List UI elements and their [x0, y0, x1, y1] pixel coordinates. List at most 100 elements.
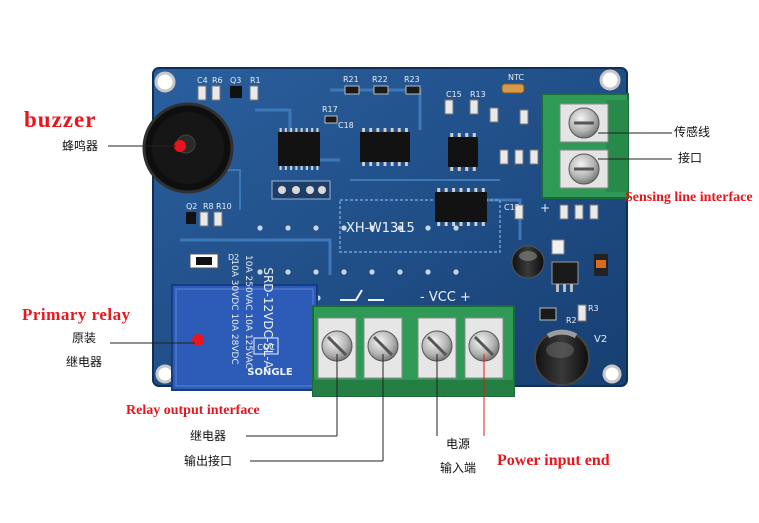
ic-pin [397, 162, 401, 166]
mount-hole [155, 364, 175, 384]
via-dot [397, 225, 403, 231]
silk-c4: C4 [197, 76, 208, 85]
relay-marker-dot [192, 334, 204, 346]
via-dot [341, 269, 347, 275]
silk-c18: C18 [338, 121, 354, 130]
buzzer [142, 102, 234, 194]
relay: SRD-12VDC-SL-A 10A 250VAC 10A 125VAC 10A… [171, 255, 318, 391]
via-dot [257, 269, 263, 275]
silk-r17: R17 [322, 105, 338, 114]
silk-r6: R6 [212, 76, 223, 85]
vcc-marking: - VCC + [420, 290, 471, 305]
ic-chips [278, 128, 487, 226]
via-dot [453, 225, 459, 231]
ic-pin [300, 128, 303, 132]
power-input-label: Power input end [497, 452, 610, 469]
sensor-label-cn-2: 接口 [678, 151, 703, 165]
ic-pin [290, 128, 293, 132]
ic-pin [481, 188, 485, 192]
leader-lines [108, 132, 672, 462]
sensing-line-label: Sensing line interface [625, 190, 753, 205]
silk-plus: + [540, 201, 550, 215]
silk-q3: Q3 [230, 76, 241, 85]
silk-r3: R3 [588, 304, 599, 313]
screw-slot [326, 335, 348, 357]
ic-pin [459, 188, 463, 192]
ic-pin [316, 128, 319, 132]
silk-r22: R22 [372, 75, 388, 84]
silk-q2: Q2 [186, 202, 197, 211]
ic-pin [437, 222, 441, 226]
silk-v2: V2 [594, 334, 607, 345]
silk-r8: R8 [203, 202, 214, 211]
sensor-terminal-block [541, 93, 629, 199]
sensor-label-cn-1: 传感线 [674, 125, 711, 139]
ic-pin [405, 128, 408, 132]
ic-pin [390, 128, 394, 132]
ic-pin [390, 162, 394, 166]
ic-pin [311, 128, 314, 132]
ic-pin [295, 128, 298, 132]
ic-pin [311, 166, 314, 170]
relay-rating-1: 10A 250VAC 10A 125VAC [243, 255, 253, 369]
mount-hole [602, 364, 622, 384]
silk-d2: D2 [228, 253, 239, 262]
silk-r1: R1 [250, 76, 261, 85]
ic-pin [465, 167, 469, 171]
via-dot [369, 225, 375, 231]
primary-relay-label: Primary relay [22, 305, 131, 324]
ic-pin [376, 128, 380, 132]
ic-pin [369, 162, 373, 166]
via-dot [425, 225, 431, 231]
mount-hole [599, 69, 621, 91]
ic-pin [295, 166, 298, 170]
ic-pin [466, 222, 470, 226]
ic-pin [472, 167, 476, 171]
buzzer-label-cn: 蜂鸣器 [62, 139, 99, 153]
ic-pin [362, 128, 365, 132]
silk-ntc: NTC [508, 73, 524, 82]
ic-pin [305, 166, 308, 170]
relay-output-label: Relay output interface [126, 403, 260, 418]
relay-cqc: CQC [257, 343, 275, 352]
via-dot [313, 269, 319, 275]
smd-components [186, 83, 608, 322]
silk-r2: R2 [566, 316, 577, 325]
ic-pin [481, 222, 485, 226]
ic-pin [369, 128, 373, 132]
silkscreen-labels: C4 R6 Q3 R1 R21 R22 R23 NTC R17 C18 C15 … [186, 73, 607, 345]
relay-brand: SONGLE [247, 367, 293, 378]
ic-pin [444, 188, 448, 192]
power-cn-2: 输入端 [440, 461, 477, 475]
silk-r21: R21 [343, 75, 359, 84]
big-capacitor [534, 329, 590, 386]
relay-symbol-icon [340, 289, 384, 301]
primary-relay-cn-2: 继电器 [66, 355, 103, 369]
ic-pin [466, 188, 470, 192]
ic-pin [284, 166, 287, 170]
via-dot [313, 225, 319, 231]
ic-pin [397, 128, 401, 132]
primary-relay-cn-1: 原装 [72, 331, 97, 345]
ic-pin [450, 133, 454, 137]
ic-pin [457, 167, 461, 171]
via-dot [369, 269, 375, 275]
silk-c15: C15 [446, 90, 462, 99]
output-power-terminal-block [312, 305, 515, 397]
screw-slot [426, 335, 448, 357]
silk-r10: R10 [216, 202, 232, 211]
output-interface-cn: 输出接口 [184, 454, 233, 468]
ic-pin [284, 128, 287, 132]
via-dot [285, 269, 291, 275]
via-dot [397, 269, 403, 275]
ic-pin [472, 133, 476, 137]
ic-pin [300, 166, 303, 170]
ic-pin [465, 133, 469, 137]
mount-hole [154, 71, 176, 93]
small-capacitor [511, 245, 545, 279]
via-dot [285, 225, 291, 231]
screw-slot [372, 335, 394, 357]
via-dot [425, 269, 431, 275]
ic-pin [405, 162, 408, 166]
